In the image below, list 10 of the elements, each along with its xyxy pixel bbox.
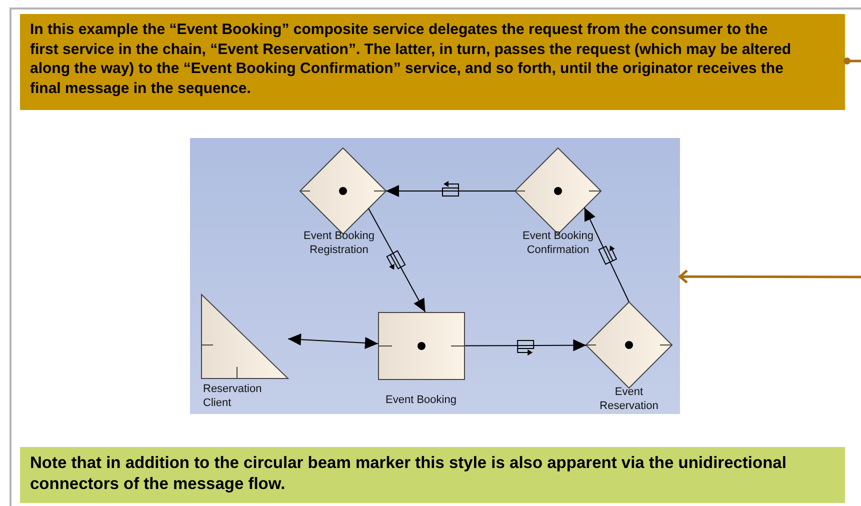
service-label: Reservation Client (203, 382, 263, 410)
note-box (20, 14, 845, 110)
note-text: Note that in addition to the circular beam marker this style is also apparent via the unidirectional connectors of the message flow. (30, 453, 788, 496)
note-box (20, 447, 845, 503)
service-label: Event Reservation (598, 385, 660, 413)
diagram-panel (190, 138, 680, 414)
service-label: Event Booking (384, 393, 458, 407)
note-text: In this example the “Event Booking” composite service delegates the request from the consumer to the first service in the chain, “Event Reservation”. The latter, in turn, passes the request (which may be altered along the way) to the “Event Booking Confirmation” service, and so forth, until the originator receives the final message in the sequence. (30, 20, 792, 98)
service-label: Event Booking Registration (302, 229, 376, 257)
service-label: Event Booking Confirmation (522, 229, 594, 257)
